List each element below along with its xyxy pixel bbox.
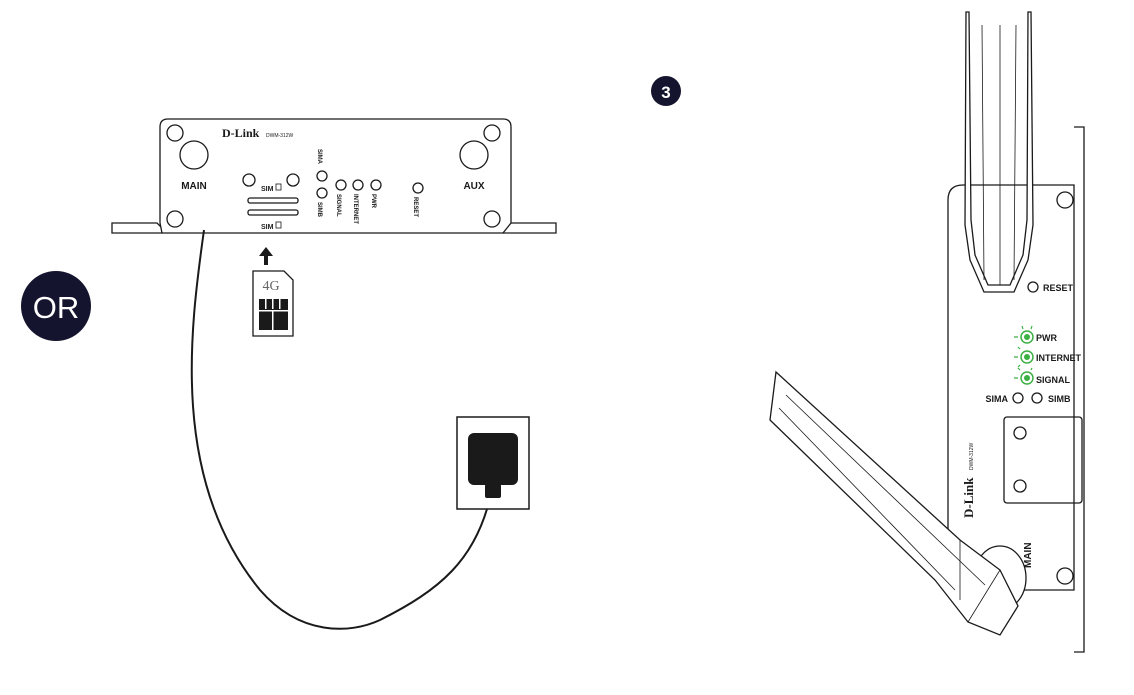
- reset-label: RESET: [1043, 283, 1074, 293]
- signal-label: SIGNAL: [1036, 375, 1071, 385]
- reset-button: [1027, 281, 1039, 293]
- mounted-device: [947, 126, 1085, 653]
- front-brand: D-Link: [222, 126, 260, 140]
- simb-label: SIMB: [1048, 394, 1071, 404]
- sim-icon: [275, 221, 282, 229]
- left-flange: [111, 222, 163, 234]
- reset-label: RESET: [412, 197, 418, 217]
- aux-port: [459, 140, 489, 170]
- internet-led: [352, 179, 364, 191]
- sim-a-label: SIM: [261, 186, 274, 193]
- or-badge: OR: [21, 271, 91, 341]
- step-badge-circle: [651, 76, 681, 106]
- sima-led: [316, 170, 328, 182]
- simb-led: [1031, 392, 1043, 404]
- internet-label: INTERNET: [352, 194, 358, 224]
- right-flange: [502, 222, 557, 234]
- sim-slot-b: [247, 209, 299, 216]
- sima-label: SIMA: [986, 394, 1009, 404]
- front-panel-device: [111, 118, 557, 234]
- pwr-label: PWR: [1036, 333, 1057, 343]
- main-label: MAIN: [1023, 542, 1034, 568]
- top-antenna: [964, 11, 1034, 293]
- front-model: DWM-312W: [266, 133, 294, 139]
- sim-door-screw: [1013, 426, 1027, 440]
- signal-led: [335, 179, 347, 191]
- screw-hole: [166, 210, 184, 228]
- sim-eject-button: [286, 173, 300, 187]
- sim-chip-icon: [259, 299, 288, 330]
- step-badge: 3: [651, 76, 681, 106]
- screw-hole: [483, 210, 501, 228]
- screw-hole: [483, 124, 501, 142]
- main-antenna: [769, 370, 1027, 636]
- wall-socket: [456, 416, 530, 510]
- or-badge-label: OR: [33, 290, 80, 325]
- plug-strain-relief: [485, 484, 501, 498]
- sim-door: [1003, 416, 1083, 504]
- step-badge-label: 3: [661, 83, 670, 102]
- screw-hole: [1056, 191, 1074, 209]
- internet-led-lit: [1014, 346, 1034, 368]
- simb-led: [316, 187, 328, 199]
- sim-slot-a: [247, 197, 299, 204]
- reset-button: [412, 182, 424, 194]
- mounted-body: [947, 184, 1075, 591]
- sim-eject-button: [242, 173, 256, 187]
- sim-icon: [275, 183, 282, 191]
- simb-label: SIMB: [316, 202, 322, 218]
- main-port: [179, 140, 209, 170]
- pwr-led: [370, 179, 382, 191]
- sim-door-screw: [1013, 479, 1027, 493]
- signal-led-lit: [1014, 367, 1034, 385]
- pwr-label: PWR: [370, 194, 376, 209]
- signal-label: SIGNAL: [335, 194, 341, 217]
- sim-card: 4G: [252, 270, 294, 337]
- mounting-bracket: [1074, 126, 1085, 653]
- pwr-led-lit: [1014, 325, 1034, 344]
- sima-led: [1012, 392, 1024, 404]
- power-plug-icon: [468, 433, 518, 485]
- insert-arrow-icon: [259, 247, 273, 265]
- aux-port-label: AUX: [463, 181, 484, 192]
- sim-card-label: 4G: [262, 279, 279, 294]
- or-badge-circle: [21, 271, 91, 341]
- panel-body: [159, 118, 512, 234]
- main-port-label: MAIN: [181, 181, 207, 192]
- screw-hole: [166, 124, 184, 142]
- power-cable: [190, 229, 491, 630]
- sima-label: SIMA: [316, 149, 322, 165]
- mounted-brand: D-Link: [961, 477, 976, 518]
- internet-label: INTERNET: [1036, 353, 1082, 363]
- mounted-model: DWM-312W: [969, 442, 975, 470]
- screw-hole: [1056, 567, 1074, 585]
- sim-b-label: SIM: [261, 224, 274, 231]
